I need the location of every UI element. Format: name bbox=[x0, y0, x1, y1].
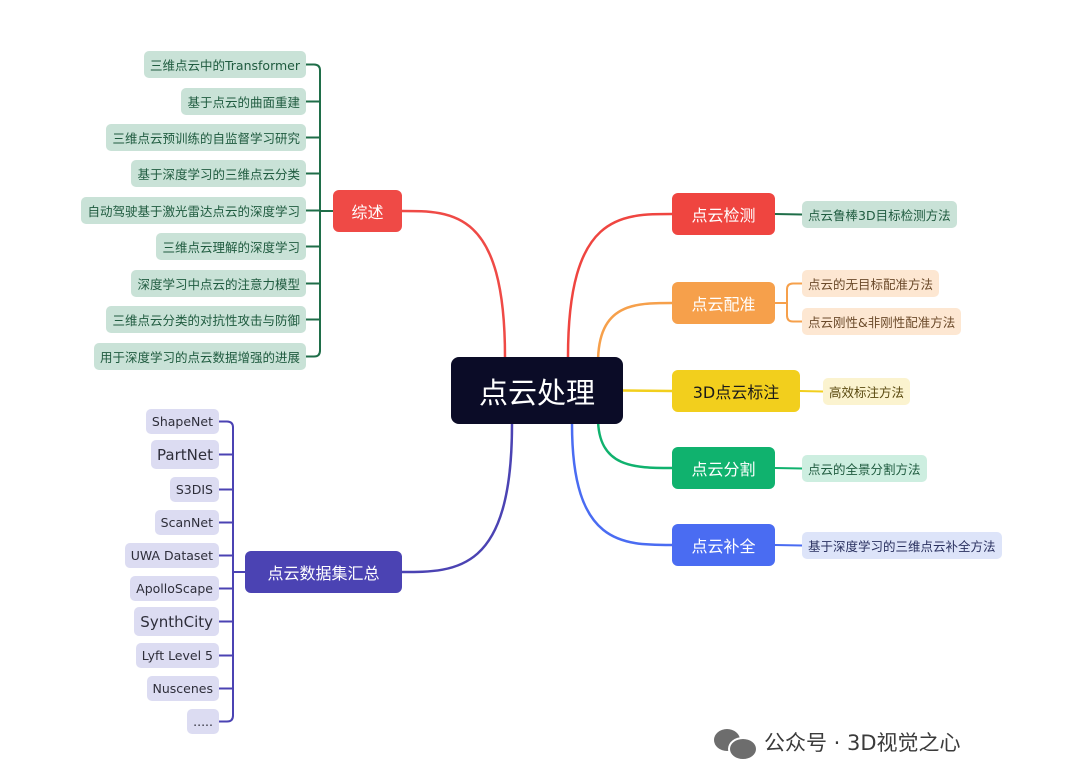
registration-leaf[interactable]: 点云刚性&非刚性配准方法 bbox=[802, 308, 962, 335]
watermark: 公众号 · 3D视觉之心 bbox=[712, 724, 1052, 761]
central-topic[interactable]: 点云处理 bbox=[451, 357, 623, 424]
watermark-text: 公众号 · 3D视觉之心 bbox=[764, 731, 961, 755]
branch-connector-annotation bbox=[621, 389, 674, 393]
dataset-leaf[interactable]: ..... bbox=[187, 709, 219, 734]
branch-connector-datasets bbox=[400, 422, 514, 574]
branch-connector-completion bbox=[570, 422, 674, 547]
registration-leaf[interactable]: 点云的无目标配准方法 bbox=[802, 270, 940, 297]
branch-connector-review bbox=[400, 209, 507, 359]
branch-connector-segmentation bbox=[596, 416, 674, 470]
branch-annotation[interactable]: 3D点云标注 bbox=[672, 370, 800, 412]
review-leaf[interactable]: 自动驾驶基于激光雷达点云的深度学习 bbox=[81, 197, 306, 224]
leaf-connector-review bbox=[305, 63, 321, 72]
dataset-leaf[interactable]: S3DIS bbox=[169, 477, 219, 502]
review-leaf[interactable]: 基于点云的曲面重建 bbox=[181, 88, 306, 115]
wechat-icon bbox=[712, 727, 758, 761]
review-leaf[interactable]: 三维点云分类的对抗性攻击与防御 bbox=[106, 306, 306, 333]
branch-review[interactable]: 综述 bbox=[333, 190, 402, 232]
leaf-connector-completion bbox=[774, 544, 803, 547]
leaf-connector-annotation bbox=[799, 390, 824, 393]
review-leaf[interactable]: 基于深度学习的三维点云分类 bbox=[131, 160, 306, 187]
dataset-leaf[interactable]: Nuscenes bbox=[146, 676, 219, 701]
dataset-leaf[interactable]: ApolloScape bbox=[130, 576, 219, 601]
leaf-connector-review bbox=[305, 349, 321, 358]
leaf-connector-registration bbox=[786, 302, 803, 323]
review-leaf[interactable]: 深度学习中点云的注意力模型 bbox=[131, 270, 306, 297]
dataset-leaf[interactable]: ShapeNet bbox=[145, 409, 219, 434]
detection-leaf[interactable]: 点云鲁棒3D目标检测方法 bbox=[802, 201, 957, 228]
review-leaf[interactable]: 三维点云预训练的自监督学习研究 bbox=[106, 124, 306, 151]
annotation-leaf[interactable]: 高效标注方法 bbox=[823, 378, 911, 405]
branch-segmentation[interactable]: 点云分割 bbox=[672, 447, 775, 489]
branch-connector-registration bbox=[596, 301, 674, 365]
leaf-connector-segmentation bbox=[774, 467, 803, 470]
dataset-leaf[interactable]: ScanNet bbox=[154, 510, 219, 535]
review-leaf[interactable]: 用于深度学习的点云数据增强的进展 bbox=[93, 343, 306, 370]
leaf-connector-detection bbox=[774, 213, 803, 216]
dataset-leaf[interactable]: Lyft Level 5 bbox=[135, 643, 219, 668]
leaf-connector-registration bbox=[786, 282, 803, 304]
completion-leaf[interactable]: 基于深度学习的三维点云补全方法 bbox=[802, 532, 1002, 559]
branch-completion[interactable]: 点云补全 bbox=[672, 524, 775, 566]
branch-detection[interactable]: 点云检测 bbox=[672, 193, 775, 235]
review-leaf[interactable]: 三维点云中的Transformer bbox=[143, 51, 306, 78]
segmentation-leaf[interactable]: 点云的全景分割方法 bbox=[802, 455, 927, 482]
dataset-leaf[interactable]: SynthCity bbox=[134, 607, 219, 636]
dataset-leaf[interactable]: UWA Dataset bbox=[124, 543, 219, 568]
leaf-connector-datasets bbox=[218, 714, 234, 723]
review-leaf[interactable]: 三维点云理解的深度学习 bbox=[156, 233, 306, 260]
branch-datasets[interactable]: 点云数据集汇总 bbox=[245, 551, 402, 593]
dataset-leaf[interactable]: PartNet bbox=[151, 440, 219, 469]
branch-connector-detection bbox=[566, 212, 674, 359]
leaf-connector-datasets bbox=[218, 420, 234, 429]
branch-registration[interactable]: 点云配准 bbox=[672, 282, 775, 324]
